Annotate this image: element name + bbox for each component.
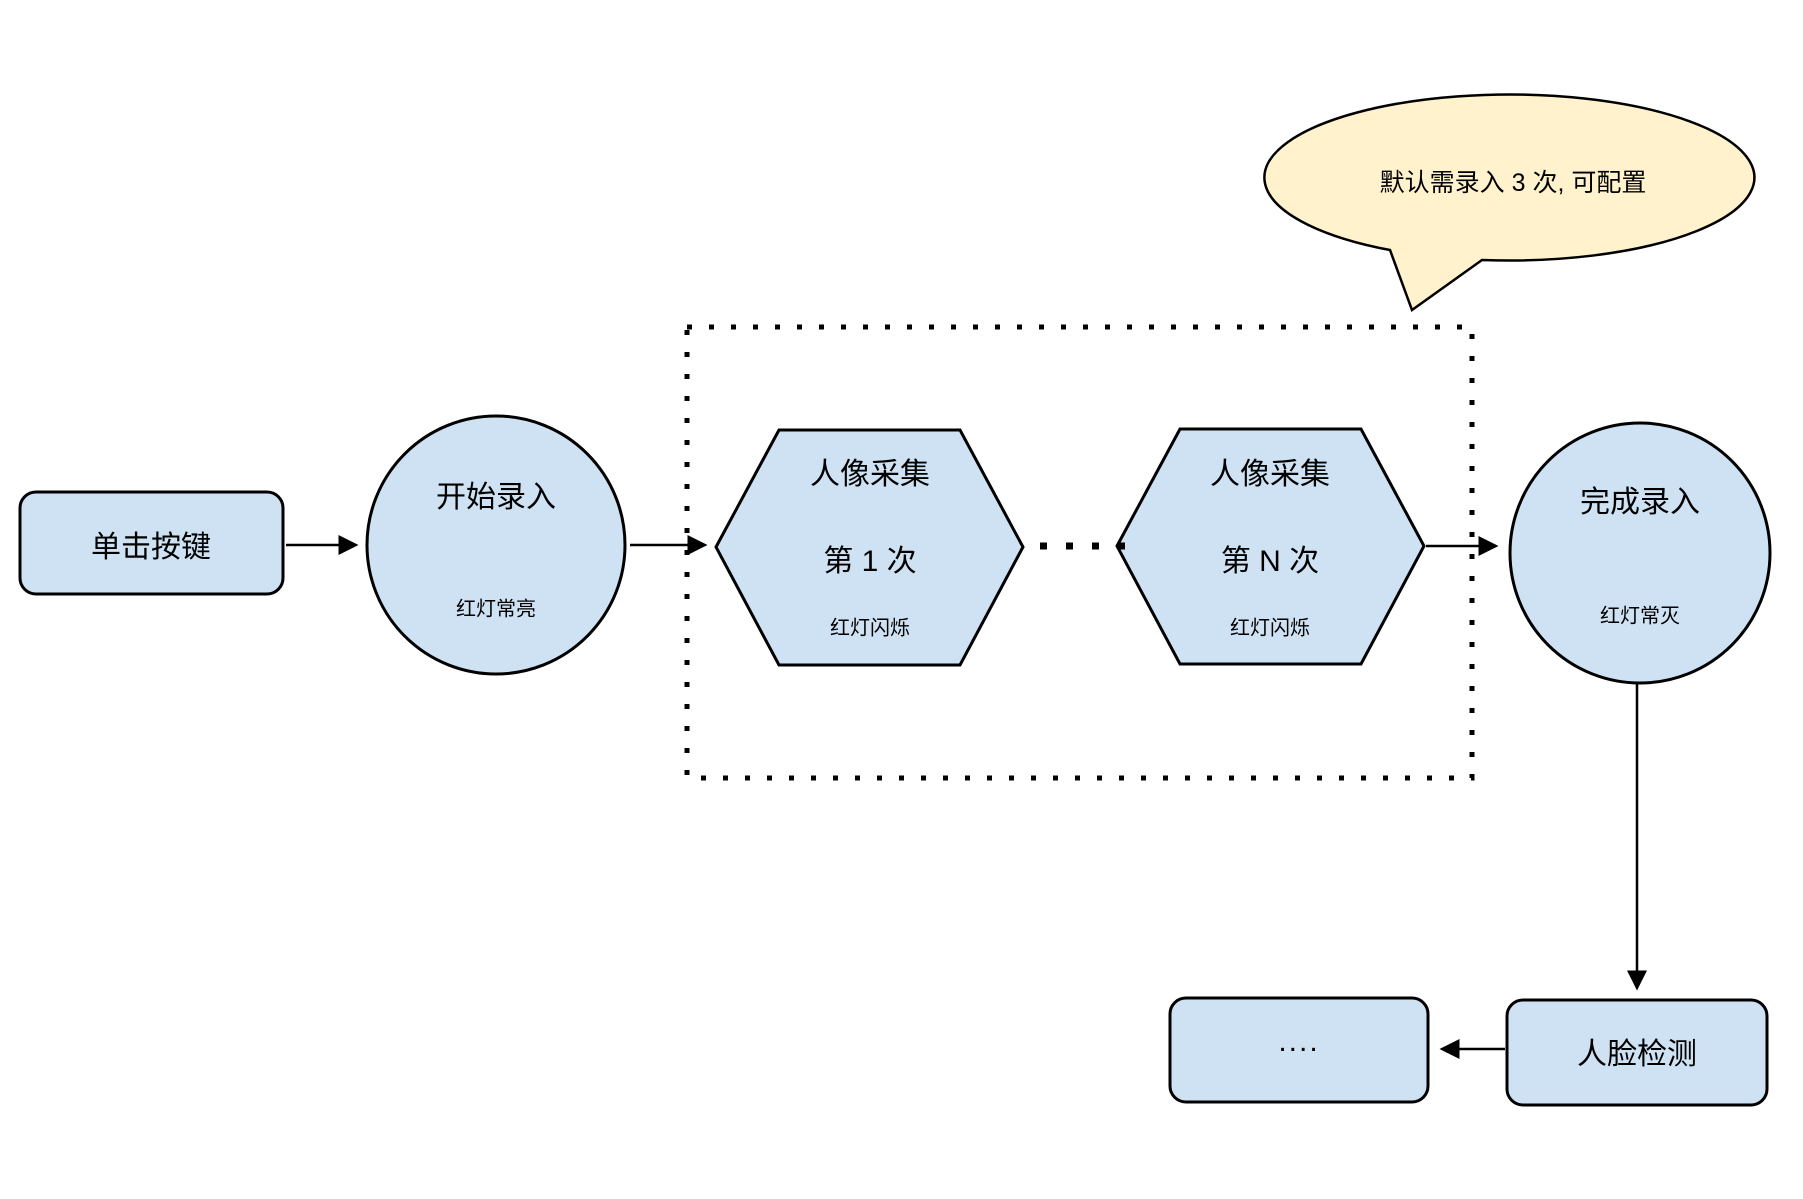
node-capture-first [714,428,1025,667]
callout-bubble [1263,93,1756,312]
capture-first-subtitle: 红灯闪烁 [830,617,910,640]
finish-enroll-title: 完成录入 [1580,486,1700,519]
capture-nth-subtitle: 红灯闪烁 [1230,617,1310,640]
node-click-button [18,490,285,596]
click-button-label: 单击按键 [91,531,211,564]
capture-nth-line1: 人像采集 [1210,458,1330,491]
capture-first-line2: 第 1 次 [823,545,917,578]
capture-first-line1: 人像采集 [810,458,930,491]
more-node-label: .... [1278,1025,1320,1058]
node-finish-enroll [1508,421,1772,685]
node-capture-nth [1115,427,1426,666]
loop-dotted-frame [684,324,1475,781]
node-more [1168,996,1430,1104]
face-detect-label: 人脸检测 [1577,1038,1697,1071]
start-enroll-subtitle: 红灯常亮 [456,598,536,621]
start-enroll-title: 开始录入 [436,481,556,514]
node-face-detect [1505,998,1769,1107]
callout-text: 默认需录入 3 次, 可配置 [1379,169,1647,197]
capture-nth-line2: 第 N 次 [1220,545,1320,578]
finish-enroll-subtitle: 红灯常灭 [1600,605,1680,628]
node-start-enroll [365,414,627,676]
